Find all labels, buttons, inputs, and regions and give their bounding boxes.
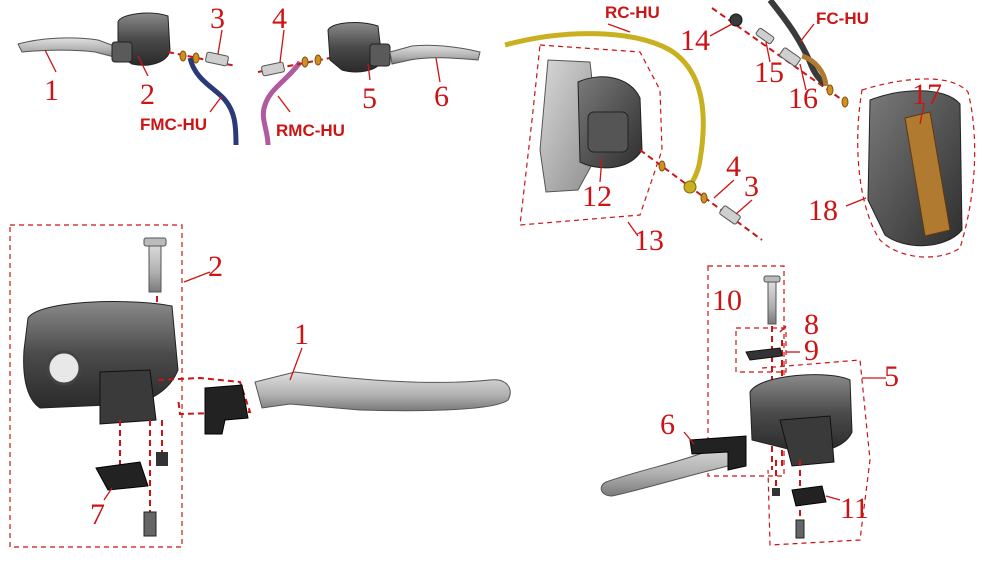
callout-6-top: 6	[434, 80, 449, 113]
callout-6-bottom: 6	[660, 408, 675, 441]
label-fc-hu: FC-HU	[816, 9, 869, 28]
callout-15: 15	[754, 56, 784, 89]
callout-12: 12	[582, 180, 612, 213]
bracket-9	[745, 347, 783, 361]
callout-18: 18	[808, 194, 838, 227]
right-lever	[389, 44, 481, 65]
label-rc-hu: RC-HU	[605, 3, 660, 22]
callout-5-top: 5	[362, 82, 377, 115]
banjo-bolt-3	[205, 51, 229, 67]
callout-11: 11	[840, 492, 869, 525]
callout-3-top: 3	[210, 2, 225, 35]
label-fmc-hu: FMC-HU	[140, 115, 208, 134]
label-rmc-hu: RMC-HU	[276, 121, 345, 140]
clamp-11	[791, 485, 827, 507]
leader-lines	[44, 23, 925, 501]
bottom-right-assembly	[600, 265, 871, 546]
callout-1-top: 1	[44, 74, 59, 107]
rc-hose	[504, 31, 706, 192]
rear-lever	[600, 439, 745, 497]
callout-4-top: 4	[272, 2, 287, 35]
callout-16: 16	[788, 82, 818, 115]
screw-10	[767, 279, 777, 325]
top-right-assembly	[504, 0, 976, 258]
top-left-assembly	[17, 12, 481, 146]
clamp-7	[95, 461, 149, 491]
reservoir-screw	[148, 241, 162, 293]
callout-2-bottom: 2	[208, 250, 223, 283]
rmc-hose	[260, 60, 303, 146]
callout-7: 7	[90, 498, 105, 531]
callout-3-right: 3	[744, 170, 759, 203]
left-lever	[17, 37, 121, 59]
callout-17: 17	[912, 78, 942, 111]
lever-adjuster	[204, 384, 249, 435]
callout-13: 13	[634, 224, 664, 257]
callout-14: 14	[680, 24, 710, 57]
bottom-left-assembly	[9, 224, 511, 548]
callout-9: 9	[804, 334, 819, 367]
fmc-hose	[187, 57, 239, 146]
brake-lever	[254, 371, 511, 412]
callout-10: 10	[712, 284, 742, 317]
callout-1-bottom: 1	[294, 318, 309, 351]
callout-4-right: 4	[726, 150, 741, 183]
callout-5-bottom: 5	[884, 360, 899, 393]
callout-8: 8	[804, 308, 819, 341]
callout-2-top: 2	[140, 78, 155, 111]
